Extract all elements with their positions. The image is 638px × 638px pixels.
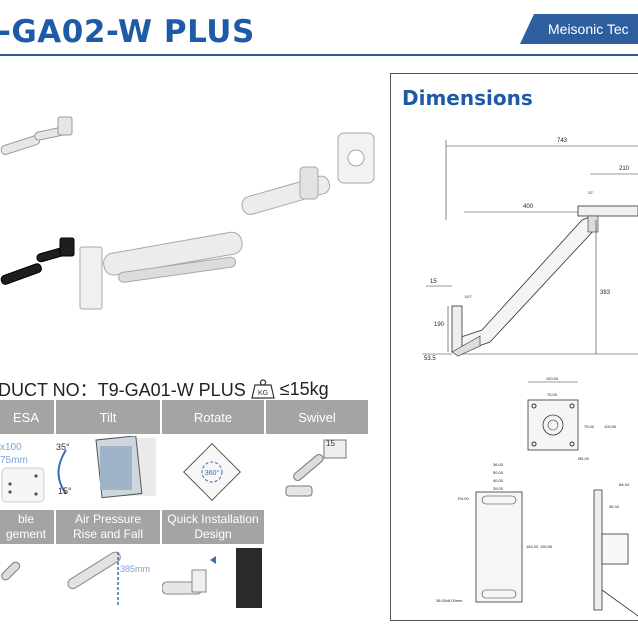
cable-image — [1, 561, 21, 581]
feature-header-cable: ble gement — [0, 510, 54, 544]
tilt-down-value: 15° — [58, 486, 72, 496]
tilt-image: 35° 15° — [56, 436, 156, 499]
feature-header-quick-install: Quick Installation Design — [162, 510, 264, 544]
vesa-size-2: 75mm — [0, 455, 28, 466]
dim-clamp-bottom: 38.00x8.00mm — [436, 598, 463, 603]
dim-clamp-height2: 190.00 — [540, 544, 553, 549]
dim-clamp-radius: R4.00 — [458, 496, 469, 501]
brand-tab: Meisonic Tec — [520, 14, 638, 44]
air-pressure-image: 385mm — [67, 551, 150, 606]
brand-label: Meisonic Tec — [548, 21, 629, 37]
product-weight: ≤15kg — [279, 378, 329, 399]
lift-value: 385mm — [120, 564, 150, 574]
weight-icon: KG — [250, 379, 275, 399]
cable-line-1: ble — [17, 512, 34, 526]
feature-header-air-pressure: Air Pressure Rise and Fall — [56, 510, 160, 544]
rotate-value: 360° — [205, 469, 220, 477]
dim-side-w1: 68.34 — [619, 482, 630, 487]
feature-header-rotate: Rotate — [162, 400, 264, 434]
dim-clamp-w4: 26.00 — [493, 486, 504, 491]
feature-header-vesa: ESA — [0, 400, 54, 434]
vesa-size-1: x100 — [0, 442, 22, 453]
rotate-image: 360° — [183, 443, 241, 501]
dim-plate-inner: 75.00 — [547, 392, 558, 397]
dim-plate-outer: 100.00 — [546, 376, 559, 381]
product-photo — [0, 116, 375, 310]
product-number: DUCT NO：T9-GA01-W PLUS KG ≤15kg — [0, 376, 329, 402]
large-arm-white — [79, 132, 375, 310]
feature-header-tilt: Tilt — [56, 400, 160, 434]
header-rule — [0, 54, 638, 56]
dim-plate-hole: Ø5.00 — [578, 456, 590, 461]
dim-side-w2: 36.34 — [609, 504, 620, 509]
dim-arm-lower: 400 — [523, 204, 534, 210]
dim-clamp-w3: 40.00 — [493, 478, 504, 483]
product-title: -GA02-W PLUS — [0, 14, 255, 50]
quick-line-2: Design — [194, 527, 232, 541]
tilt-up-value: 35° — [56, 442, 70, 452]
quick-line-1: Quick Installation — [167, 512, 259, 526]
swivel-image: 15 — [285, 439, 347, 497]
small-arm-white — [0, 116, 73, 156]
dim-base-depth: 53.5 — [424, 356, 436, 362]
air-line-2: Rise and Fall — [72, 527, 144, 541]
dim-clamp-w2: 50.00 — [493, 470, 504, 475]
dim-height: 383 — [600, 290, 611, 296]
product-number-label: DUCT NO：T9-GA01-W PLUS — [0, 380, 246, 400]
quick-install-image — [162, 548, 262, 608]
dimensions-drawing: 743 210 35° 400 180° 15 190 53.5 383 100… — [422, 138, 638, 617]
air-line-1: Air Pressure — [74, 512, 142, 526]
dim-tilt-angle: 35° — [588, 190, 594, 195]
feature-header-swivel: Swivel — [266, 400, 368, 434]
dim-top-offset: 15 — [430, 279, 437, 285]
dim-plate-side-outer: 100.00 — [604, 424, 617, 429]
dim-arm-upper: 210 — [619, 166, 630, 172]
vesa-pattern-image: x100 75mm — [0, 442, 45, 503]
dim-overall-width: 743 — [557, 138, 568, 144]
dim-plate-side-inner: 75.00 — [584, 424, 595, 429]
dimensions-title: Dimensions — [402, 86, 533, 110]
dim-base-height: 190 — [434, 322, 445, 328]
small-arm-black — [0, 237, 75, 285]
cable-line-2: gement — [5, 527, 47, 541]
dim-clamp-height: 164.00 — [526, 544, 539, 549]
dim-pivot-angle: 180° — [464, 294, 473, 299]
weight-icon-text: KG — [258, 390, 268, 397]
dim-clamp-w1: 36.00 — [493, 462, 504, 467]
swivel-value: 15 — [326, 439, 335, 448]
